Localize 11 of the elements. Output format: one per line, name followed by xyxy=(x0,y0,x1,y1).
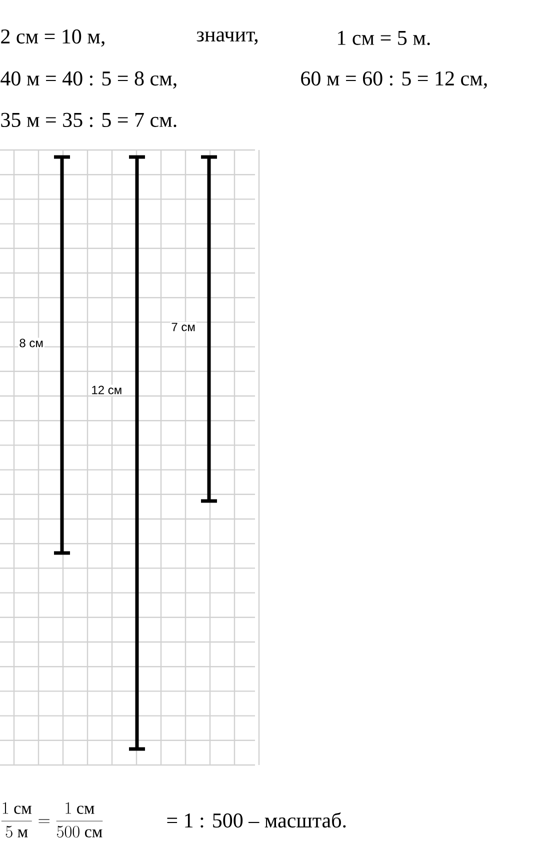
length-label: 12 см xyxy=(90,384,124,396)
length-label: 7 см xyxy=(170,322,196,332)
length-label: 8 см xyxy=(18,338,44,348)
fraction-formula: $\frac{1\textnormal{ см}}{5\textnormal{ м}}=\frac{1\textnormal{ см}}{500\textnormal{ см}}$ xyxy=(1,802,103,838)
equation-text: = 1 : 500 – масштаб. xyxy=(167,812,346,828)
equation-text: 35 м = 35 : 5 = 7 см. xyxy=(1,112,176,128)
equation-text: 1 см = 5 м. xyxy=(338,30,430,46)
equation-text: значит, xyxy=(196,31,258,45)
equation-text: 40 м = 40 : 5 = 8 см, xyxy=(0,71,176,89)
equation-text: 60 м = 60 : 5 = 12 см, xyxy=(301,71,487,89)
equation-text: 2 см = 10 м, xyxy=(1,29,104,47)
